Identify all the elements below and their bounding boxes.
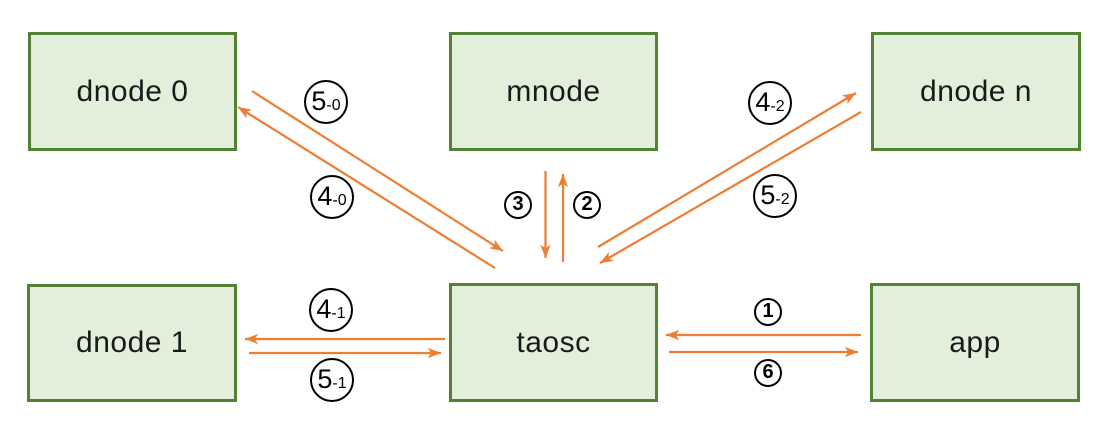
edge-label-dnoden-to-taosc: 5-2 (753, 174, 797, 218)
node-taosc-label: taosc (516, 325, 591, 359)
edge-label-taosc-to-dnode1: 4-1 (309, 288, 353, 332)
node-app: app (870, 283, 1080, 402)
edge-label-app-to-taosc: 1 (754, 298, 782, 326)
arrow-taosc-to-dnoden (597, 92, 857, 248)
node-dnode0-label: dnode 0 (76, 74, 189, 108)
node-dnode1-label: dnode 1 (76, 326, 188, 359)
edge-label-taosc-to-mnode: 2 (573, 191, 601, 219)
edge-label-taosc-to-dnoden: 4-2 (748, 81, 792, 125)
node-mnode-label: mnode (506, 74, 601, 108)
node-dnode0: dnode 0 (28, 32, 237, 151)
arrow-taosc-to-dnode0 (237, 106, 496, 269)
arrow-dnoden-to-taosc (599, 111, 862, 264)
edge-label-taosc-to-dnode0: 4-0 (310, 175, 354, 219)
edge-label-dnode0-to-taosc: 5-0 (304, 80, 348, 124)
node-app-label: app (949, 325, 1001, 359)
edge-label-taosc-to-app: 6 (754, 359, 782, 387)
arrow-dnode0-to-taosc (251, 90, 504, 252)
node-dnoden-label: dnode n (920, 74, 1032, 108)
node-taosc: taosc (449, 283, 658, 402)
node-dnoden: dnode n (871, 32, 1081, 151)
node-mnode: mnode (449, 32, 658, 151)
edge-label-mnode-to-taosc: 3 (504, 191, 532, 219)
edge-label-dnode1-to-taosc: 5-1 (310, 358, 354, 402)
node-dnode1: dnode 1 (27, 284, 237, 402)
